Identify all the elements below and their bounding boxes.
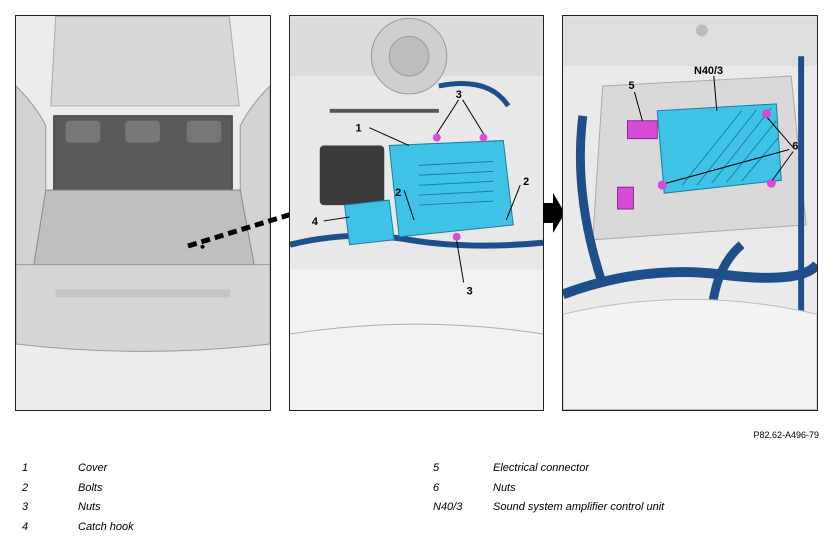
legend-item: 4 Catch hook [22,521,382,540]
legend-key: 5 [433,462,440,474]
legend-label: Nuts [493,481,516,494]
cover-removal-panel: 1 2 2 3 3 4 [289,15,544,411]
amplifier-detail-illustration: 5 N40/3 6 [563,16,817,410]
legend-key: 2 [22,481,29,494]
legend-label: Nuts [78,501,101,513]
callout-5: 5 [628,80,634,92]
legend-item: N40/3 Sound system amplifier control uni… [433,501,813,521]
legend-key: N40/3 [433,501,463,513]
callout-n40-3: N40/3 [694,65,723,77]
legend-item: 6 Nuts [433,482,813,502]
leader-line [187,211,293,249]
legend-item: 3 Nuts [22,501,382,521]
legend-label: Sound system amplifier control unit [493,501,665,513]
legend-key: 4 [22,520,29,533]
callout-1: 1 [355,123,361,135]
callout-4: 4 [312,216,318,228]
legend-right: 5 Electrical connector 6 Nuts N40/3 Soun… [433,462,813,521]
arrow-right-icon [543,193,565,233]
legend-item: 2 Bolts [22,482,382,502]
vehicle-rear-view-panel [15,15,271,411]
callout-2b: 2 [523,176,529,188]
legend-label: Catch hook [78,520,134,533]
legend-key: 1 [22,462,29,474]
vehicle-rear-illustration [16,16,270,410]
legend-label: Electrical connector [493,462,589,474]
legend-item: 1 Cover [22,462,382,482]
legend-left: 1 Cover 2 Bolts 3 Nuts 4 Catch hook [22,462,382,540]
legend-label: Cover [78,462,108,474]
amplifier-detail-panel: 5 N40/3 6 [562,15,818,411]
callout-3a: 3 [456,89,462,101]
legend-item: 5 Electrical connector [433,462,813,482]
legend-key: 6 [433,481,440,494]
legend-key: 3 [22,501,29,513]
cover-removal-illustration: 1 2 2 3 3 4 [290,16,543,410]
legend-label: Bolts [78,481,103,494]
figure-reference: P82.62-A496-79 [753,430,819,440]
callout-3b: 3 [467,285,473,297]
callout-6: 6 [792,141,798,153]
callout-2a: 2 [395,187,401,199]
